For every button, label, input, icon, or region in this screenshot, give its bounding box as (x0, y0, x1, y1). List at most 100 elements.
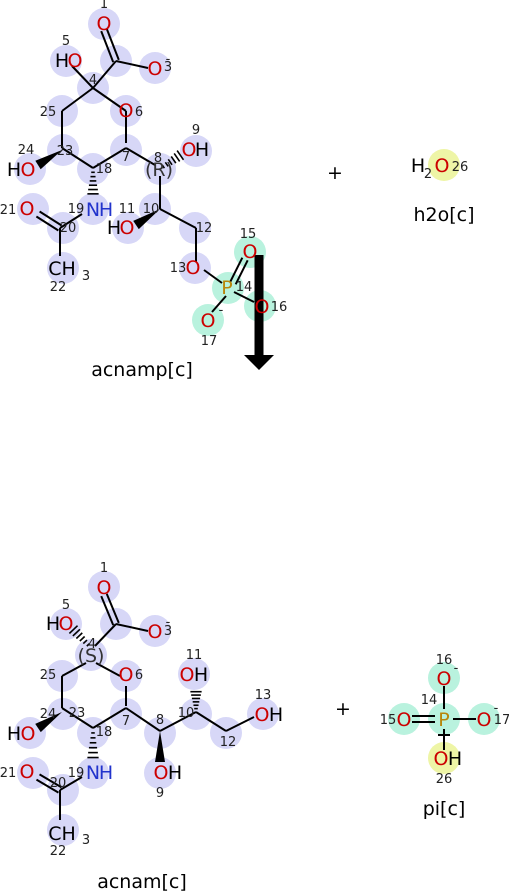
atom-number: 14 (421, 693, 438, 708)
atom-label: H (107, 217, 121, 239)
bond (211, 295, 227, 313)
bond (92, 707, 127, 729)
hash-bond (82, 639, 88, 645)
atom-highlight (47, 134, 79, 166)
atom-highlight (180, 135, 212, 167)
bond (225, 716, 255, 732)
bond (71, 65, 94, 89)
bond (92, 87, 127, 112)
double-bond (105, 28, 120, 61)
atom-label: O (435, 155, 450, 177)
atom-label: O (201, 310, 216, 332)
atom-label: 2 (424, 167, 432, 182)
atom-number: 16 (436, 653, 453, 668)
bond (159, 208, 197, 229)
atom-highlight (139, 52, 171, 84)
hash-bond (164, 161, 169, 167)
atom-number: 24 (40, 707, 57, 722)
atom-number: 7 (122, 150, 130, 165)
atom-highlight (17, 193, 49, 225)
atom-highlight (47, 698, 79, 730)
bond (59, 776, 83, 791)
double-bond (39, 773, 63, 789)
atom-label: - (166, 615, 171, 630)
atom-label: O (59, 613, 74, 635)
atom-label: - (219, 303, 224, 318)
atom-highlight (110, 660, 142, 692)
atom-number: 8 (156, 713, 164, 728)
atom-label: H (99, 762, 113, 784)
atom-number: 19 (68, 766, 85, 781)
atom-label: O (154, 762, 169, 784)
atom-label: O (97, 577, 112, 599)
hash-bond (72, 628, 81, 637)
double-bond (234, 259, 249, 285)
atom-number: 22 (50, 280, 67, 295)
hash-bond (161, 164, 166, 169)
atom-number: 26 (452, 160, 469, 175)
atom-number: 17 (201, 334, 218, 349)
atom-highlight (47, 814, 79, 846)
atom-number: 26 (436, 772, 453, 787)
atom-number: 23 (69, 706, 86, 721)
bond (115, 60, 149, 69)
atom-number: 13 (170, 261, 187, 276)
atom-label: P (221, 277, 232, 299)
atom-label: O (20, 198, 35, 220)
atom-label: O (97, 13, 112, 35)
atom-label: - (454, 661, 459, 676)
atom-highlight (144, 757, 176, 789)
atom-number: 12 (196, 221, 213, 236)
wedge-bond (155, 731, 165, 762)
atom-highlight (47, 774, 79, 806)
hash-bond (75, 632, 83, 640)
atom-number: 1 (100, 561, 108, 576)
hash-bond (79, 635, 86, 642)
atom-number: 17 (494, 713, 509, 728)
stereo-label: (R) (145, 159, 173, 181)
atom-label: O (21, 723, 36, 745)
atom-label: H (7, 723, 21, 745)
wedge-bond (35, 712, 62, 733)
atom-label: O (21, 159, 36, 181)
atom-label: O (243, 241, 258, 263)
atom-highlight (428, 703, 460, 735)
stereo-label: (S) (78, 645, 105, 667)
atom-highlight (212, 272, 244, 304)
atom-number: 22 (50, 844, 67, 859)
atom-highlight (428, 742, 460, 774)
atom-number: 15 (380, 713, 397, 728)
bond (203, 269, 223, 284)
atom-label: H (448, 748, 462, 770)
atom-number: 11 (186, 648, 203, 663)
atom-label: O (68, 50, 83, 72)
atom-number: 4 (89, 73, 97, 88)
atom-highlight (110, 134, 142, 166)
atom-highlight (178, 658, 210, 690)
atom-number: 20 (60, 221, 77, 236)
atom-label: O (434, 748, 449, 770)
bond (92, 147, 127, 169)
atom-label: O (120, 217, 135, 239)
atom-number: 6 (135, 105, 143, 120)
hash-bond (176, 150, 185, 161)
atom-number: 5 (62, 34, 70, 49)
atom-highlight (428, 662, 460, 694)
atom-highlight (139, 615, 171, 647)
bond (61, 147, 94, 169)
atom-label: P (438, 709, 449, 731)
atom-highlight (179, 252, 211, 284)
atom-number: 3 (164, 60, 172, 75)
plus-sign: + (335, 698, 351, 720)
atom-number: 21 (0, 766, 16, 781)
hash-bond (170, 155, 177, 164)
atom-label: H (46, 613, 60, 635)
atom-highlight (428, 149, 460, 181)
double-bond (100, 595, 115, 626)
bond (195, 711, 227, 732)
atom-number: 11 (119, 202, 136, 217)
double-bond (35, 215, 59, 232)
atom-label: H (55, 50, 69, 72)
atom-label: O (119, 664, 134, 686)
